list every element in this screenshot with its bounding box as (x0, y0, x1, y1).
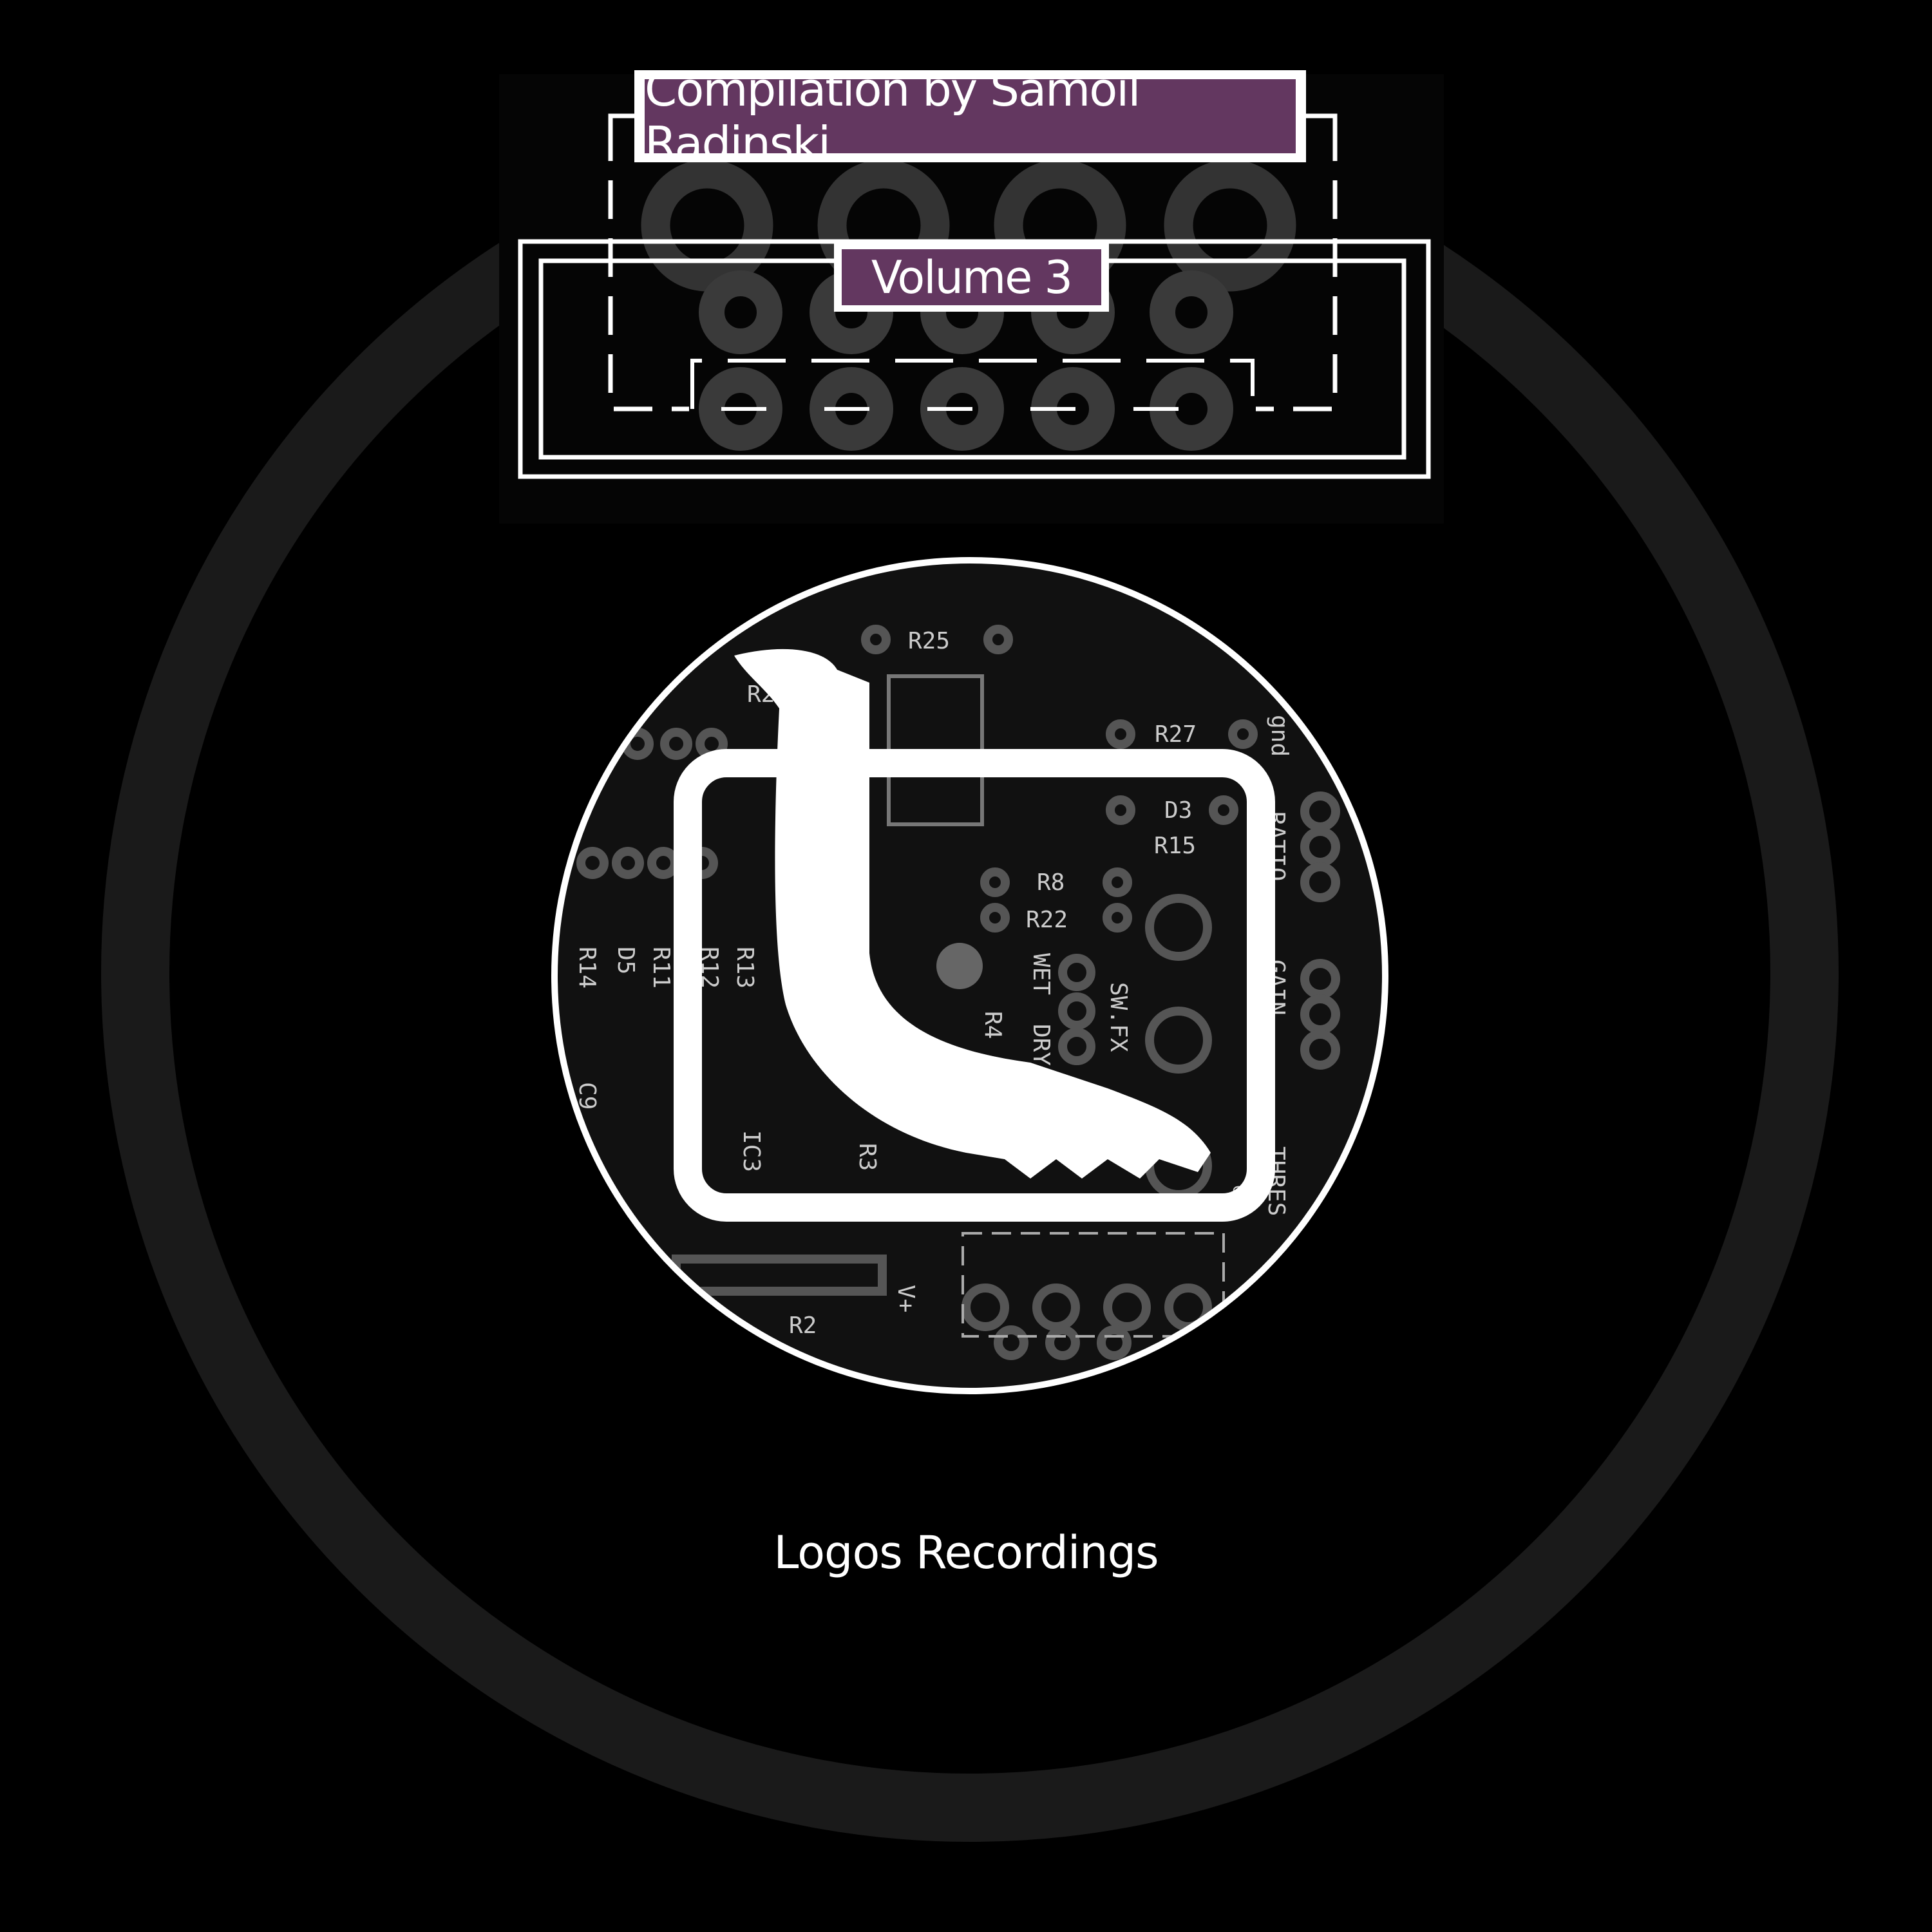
title-banner: Compilation by Samoil Radinski (634, 62, 1306, 171)
record-label-name: Logos Recordings (773, 1526, 1159, 1579)
volume-title: Volume 3 (842, 249, 1101, 305)
pcb-label: R8 (1037, 869, 1065, 896)
pcb-label: WET (1028, 953, 1054, 995)
compilation-title: Compilation by Samoil Radinski (645, 62, 1296, 171)
pcb-label: IC3 (738, 1130, 764, 1172)
pcb-label: R13 (732, 947, 758, 989)
logos-bird-logo (674, 649, 1275, 1222)
pcb-label: D3 (1164, 797, 1192, 824)
pcb-label: R2 (789, 1312, 817, 1339)
pcb-label: D5 (612, 947, 639, 974)
pcb-label: SW.FX (1105, 982, 1132, 1052)
volume-banner: Volume 3 (834, 243, 1109, 312)
pcb-label: R15 (1154, 833, 1196, 859)
pcb-label: R14 (574, 947, 600, 989)
pcb-label: gnd (1266, 715, 1293, 757)
record-label-circle: R25 R2 R27 D3 R15 R8 R22 R14 D5 R11 R12 … (551, 557, 1388, 1394)
pcb-label: V+ (893, 1285, 919, 1312)
pcb-label: R25 (908, 628, 950, 654)
pcb-label: R3 (854, 1143, 880, 1171)
pcb-label: R27 (1155, 721, 1197, 748)
pcb-label: R4 (980, 1011, 1006, 1039)
pcb-label: R11 (648, 947, 674, 989)
pcb-label: R22 (1026, 907, 1068, 933)
pcb-label: DRY (1028, 1024, 1054, 1066)
